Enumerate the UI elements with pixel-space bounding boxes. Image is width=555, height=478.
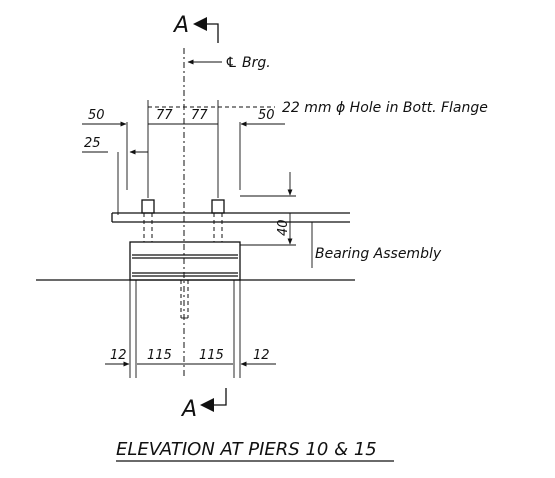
drawing-title: ELEVATION AT PIERS 10 & 15 [116, 439, 377, 460]
dim-77-left: 77 [156, 108, 173, 123]
dim-77-right: 77 [191, 108, 208, 123]
dim-50-left: 50 [88, 108, 105, 123]
bolt-right [211, 199, 225, 242]
anchor-bolt [180, 280, 189, 319]
section-cut-bottom [214, 388, 227, 406]
dim-12-right: 12 [253, 348, 270, 363]
dim-50-right: 50 [258, 108, 275, 123]
hole-note: 22 mm ϕ Hole in Bott. Flange [282, 100, 488, 116]
bearing-label: Bearing Assembly [315, 246, 442, 262]
section-arrow-bottom [200, 398, 214, 412]
section-arrow-top [193, 17, 207, 31]
bearing-assembly [129, 241, 241, 281]
dim-40: 40 [276, 219, 291, 236]
dim-25: 25 [84, 136, 101, 151]
bolt-left [141, 199, 155, 242]
section-mark-bottom: A [180, 397, 197, 422]
dim-115-right: 115 [199, 348, 224, 363]
centerline-label: ℄ Brg. [225, 55, 271, 71]
section-cut-top [207, 23, 219, 43]
section-mark-top: A [172, 13, 189, 38]
dim-115-left: 115 [147, 348, 172, 363]
dim-12-left: 12 [110, 348, 127, 363]
